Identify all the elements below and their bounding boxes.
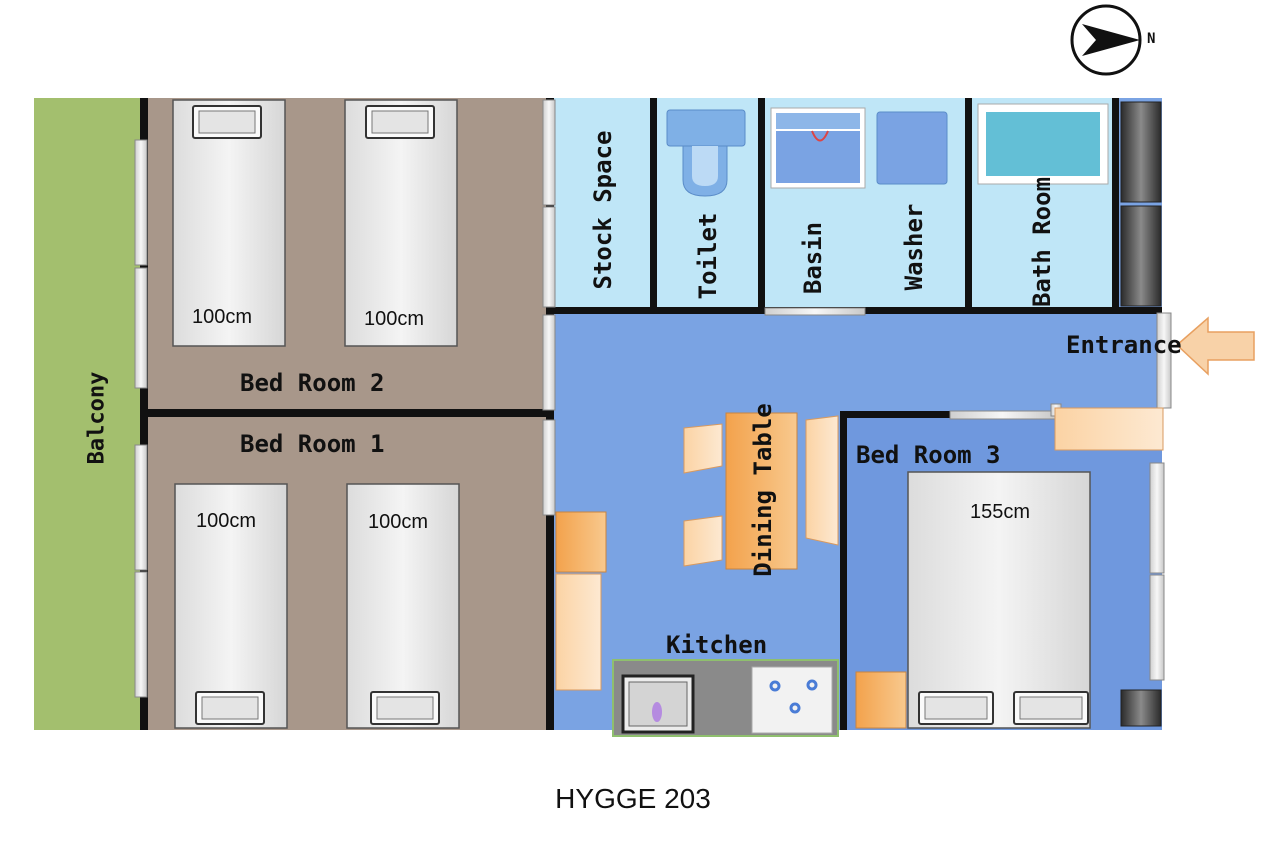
dining-table <box>725 412 798 570</box>
bed-br1-left <box>174 483 288 729</box>
chair-1 <box>683 423 723 474</box>
chair-3 <box>805 415 839 546</box>
bed-size-br2-right: 100cm <box>364 308 425 330</box>
bed-size-br2-left: 100cm <box>192 306 253 328</box>
balcony-label: Balcony <box>84 371 110 465</box>
bed-room-2-label: Bed Room 2 <box>240 369 385 397</box>
compass-label: N <box>1147 31 1156 47</box>
sofa <box>555 573 602 691</box>
basin-fixture <box>770 107 866 189</box>
kitchen-label: Kitchen <box>666 631 768 659</box>
bed-room-1-label: Bed Room 1 <box>240 430 385 458</box>
bed-size-br1-left: 100cm <box>196 510 257 532</box>
bed-br2-right <box>344 99 458 347</box>
kitchen-counter <box>612 659 839 737</box>
bed-br3 <box>907 471 1091 729</box>
north-arrow-icon <box>1070 4 1142 76</box>
balcony-area <box>34 98 142 730</box>
plan-title: HYGGE 203 <box>555 783 711 814</box>
toilet-label: Toilet <box>694 212 722 300</box>
side-cabinet <box>555 511 607 573</box>
dining-table-label: Dining Table <box>749 403 777 577</box>
bed-br1-right <box>346 483 460 729</box>
stock-space-label: Stock Space <box>589 130 617 290</box>
bed-size-br3: 155cm <box>970 501 1031 523</box>
chair-2 <box>683 515 723 567</box>
washer-label: Washer <box>900 203 928 291</box>
cabinet-lower <box>1120 205 1162 307</box>
bed-br2-left <box>172 99 286 347</box>
entrance-label: Entrance <box>1066 331 1182 359</box>
bed-room-3-label: Bed Room 3 <box>856 441 1001 469</box>
cabinet-upper <box>1120 101 1162 203</box>
bed-size-br1-right: 100cm <box>368 511 429 533</box>
washer-fixture <box>876 111 948 185</box>
wardrobe <box>1054 407 1164 451</box>
nightstand <box>855 671 907 729</box>
windows <box>134 99 1172 698</box>
toilet-fixture <box>666 109 746 197</box>
bath-fixture <box>977 103 1109 185</box>
basin-label: Basin <box>799 221 827 295</box>
bath-room-label: Bath Room <box>1028 176 1056 308</box>
entrance-arrow-icon <box>1175 316 1255 376</box>
cabinet-corner <box>1120 689 1162 727</box>
